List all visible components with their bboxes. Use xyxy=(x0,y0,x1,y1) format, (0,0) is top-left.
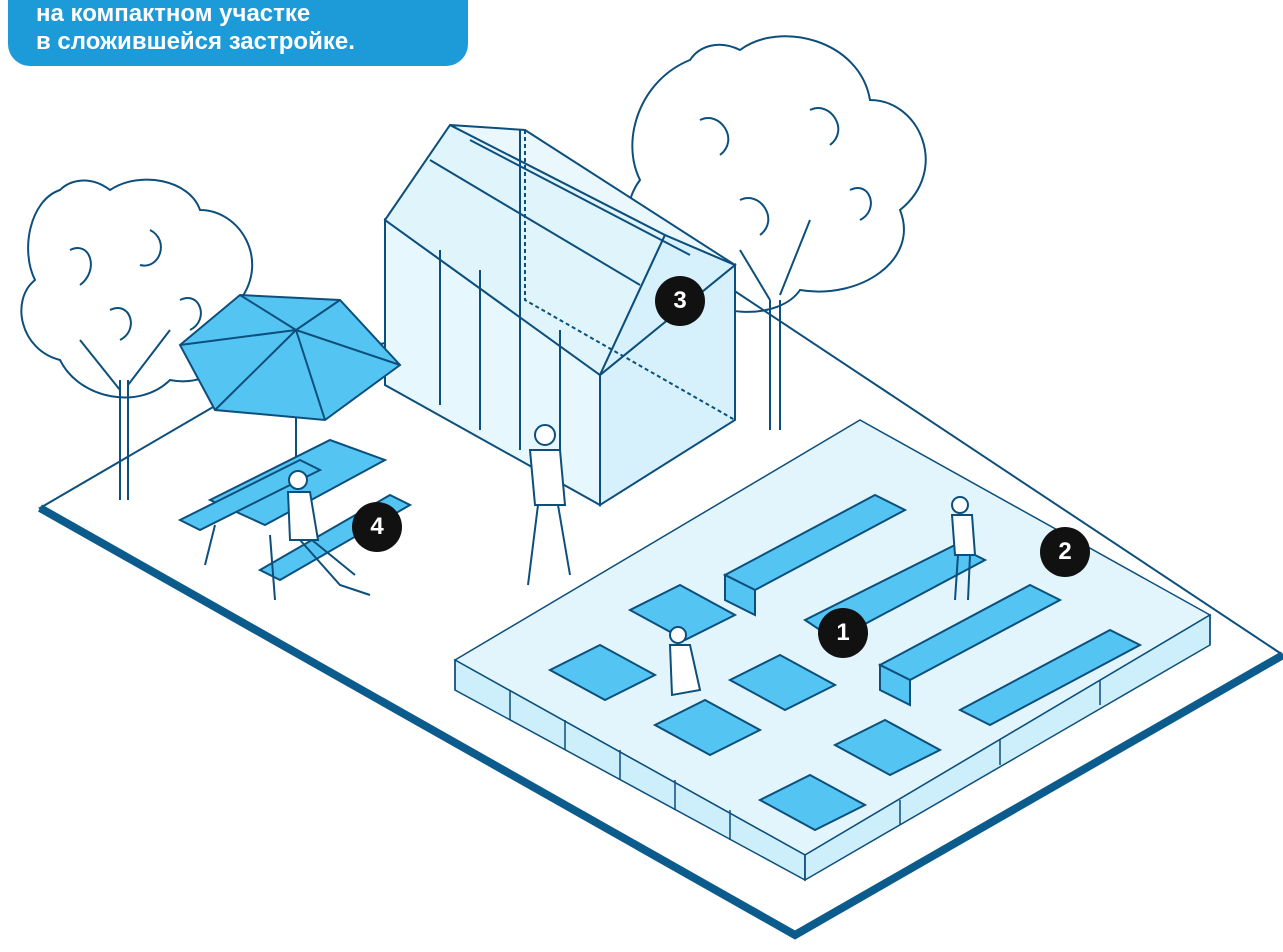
marker-4: 4 xyxy=(352,502,402,552)
person-gardening xyxy=(668,626,702,697)
person-walking xyxy=(527,424,571,586)
marker-2: 2 xyxy=(1040,527,1090,577)
caption-line-1: на компактном участке xyxy=(36,0,311,27)
marker-3: 3 xyxy=(655,276,705,326)
person-sitting xyxy=(286,470,371,596)
child-standing xyxy=(950,496,977,601)
raised-beds xyxy=(547,493,1143,832)
marker-1: 1 xyxy=(818,608,868,658)
caption-line-2: в сложившейся застройке. xyxy=(36,28,355,55)
tree-right xyxy=(627,35,927,430)
umbrella xyxy=(178,293,402,470)
people xyxy=(286,424,977,697)
caption-box: на компактном участке в сложившейся заст… xyxy=(8,0,468,66)
